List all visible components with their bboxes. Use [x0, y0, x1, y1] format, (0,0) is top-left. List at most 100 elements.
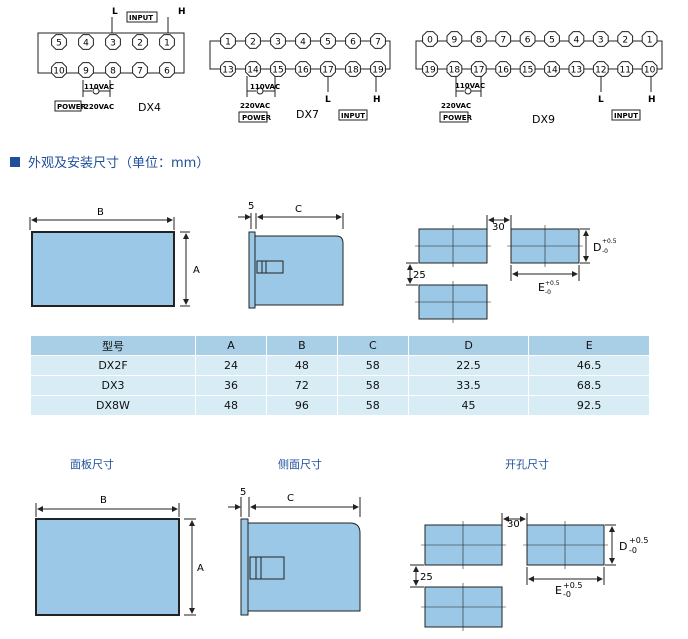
section-bullet-icon: [10, 156, 20, 167]
panel-size-caption: 面板尺寸: [70, 458, 114, 471]
terminal-number: 9: [83, 67, 89, 77]
terminal-number: 8: [476, 36, 482, 46]
terminal-number: 2: [622, 36, 628, 46]
table-cell: 33.5: [407, 375, 530, 396]
dim2-25-label: 25: [420, 572, 433, 583]
table-cell: 36: [195, 375, 267, 396]
terminal-number: 15: [522, 66, 533, 76]
section-title-text: 外观及安装尺寸（单位：mm）: [28, 156, 210, 171]
terminal-number: 17: [473, 66, 484, 76]
table-cell: 48: [265, 355, 338, 376]
terminal-number: 5: [325, 38, 331, 48]
section-title: 外观及安装尺寸（单位：mm）: [10, 152, 209, 171]
dim-25-label: 25: [413, 270, 426, 281]
dim-5-label: 5: [248, 201, 254, 212]
table-cell: 24: [195, 355, 267, 376]
terminal-octagon: [422, 61, 438, 77]
panel-front-2: B A: [35, 495, 204, 616]
panel-front-1: B A: [29, 207, 200, 307]
dx9-model: DX9: [532, 113, 555, 126]
dim-d-label: D: [593, 241, 601, 254]
dx7-model: DX7: [296, 108, 319, 121]
dimension-drawings-bottom: B A 5 C 30 25: [35, 487, 648, 631]
table-cell: DX8W: [30, 395, 196, 416]
terminal-number: 5: [549, 36, 555, 46]
table-header: D: [407, 335, 530, 356]
table-header: E: [528, 335, 650, 356]
dim-c-label: C: [295, 204, 302, 215]
terminal-octagon: [519, 31, 536, 47]
dim2-e-tol-up: +0.5: [563, 581, 582, 590]
terminal-octagon: [495, 31, 512, 47]
terminal-octagon: [295, 61, 311, 77]
terminal-number: 18: [347, 66, 359, 76]
cutout-1: 30 25 D +0.5 -0 E +0.5 -0: [406, 215, 617, 323]
terminal-octagon: [78, 34, 94, 50]
terminal-number: 4: [300, 38, 306, 48]
terminal-octagon: [159, 34, 175, 50]
terminal-octagon: [592, 61, 609, 77]
terminal-octagon: [519, 61, 536, 77]
terminal-octagon: [295, 33, 311, 49]
table-cell: 22.5: [407, 355, 530, 376]
cutout-size-caption: 开孔尺寸: [505, 458, 549, 471]
table-header: A: [195, 335, 267, 356]
terminal-octagon: [568, 31, 585, 47]
terminal-octagon: [568, 61, 585, 77]
dim2-c-label: C: [287, 493, 294, 504]
dx4-input-label: INPUT: [129, 14, 153, 22]
dim2-d-tol-dn: -0: [629, 546, 637, 555]
terminal-octagon: [544, 61, 560, 77]
terminal-number: 1: [164, 39, 170, 49]
terminal-number: 1: [225, 38, 231, 48]
terminal-octagon: [617, 61, 634, 77]
terminal-number: 13: [571, 66, 582, 76]
dim2-d-label: D: [619, 540, 627, 553]
terminal-number: 10: [53, 67, 65, 77]
terminal-number: 2: [250, 38, 256, 48]
terminal-number: 19: [424, 66, 436, 76]
dim-d-tol-dn: -0: [602, 248, 608, 255]
dim-e-tol-up: +0.5: [545, 280, 560, 287]
dx9-input-label: INPUT: [614, 112, 638, 120]
dim2-5-label: 5: [240, 487, 246, 498]
table-header: 型号: [30, 335, 196, 356]
terminal-number: 15: [272, 66, 283, 76]
terminal-number: 6: [164, 67, 170, 77]
table-cell: DX3: [30, 375, 196, 396]
terminal-octagon: [320, 33, 336, 49]
terminal-number: 3: [275, 38, 281, 48]
table-cell: 92.5: [528, 395, 650, 416]
terminal-number: 0: [427, 36, 433, 46]
terminal-number: 3: [110, 39, 116, 49]
table-header-row: 型号 A B C D E: [30, 335, 650, 356]
dim2-b-label: B: [100, 495, 107, 506]
dx7-power-label: POWER: [242, 114, 272, 122]
dx7-220vac: 220VAC: [240, 102, 270, 110]
dx9-label-h: H: [648, 95, 656, 105]
table-cell: 58: [336, 395, 409, 416]
terminal-number: 7: [137, 67, 143, 77]
terminal-number: 16: [497, 66, 509, 76]
terminal-number: 17: [322, 66, 333, 76]
side-size-caption: 侧面尺寸: [278, 458, 322, 471]
terminal-octagon: [544, 31, 560, 47]
terminal-octagon: [617, 31, 634, 47]
terminal-octagon: [320, 61, 336, 77]
terminal-octagon: [245, 33, 261, 49]
dx4-power-label: POWER: [57, 103, 87, 111]
terminal-octagon: [345, 61, 361, 77]
dim2-a-label: A: [197, 563, 204, 574]
dim-d-tol-up: +0.5: [602, 238, 617, 245]
dim2-30-label: 30: [507, 519, 520, 530]
terminal-octagon: [51, 34, 67, 50]
terminal-number: 11: [619, 66, 630, 76]
side-view-1: 5 C: [238, 201, 344, 309]
table-cell: 45: [407, 395, 530, 416]
dim2-d-tol-up: +0.5: [629, 536, 648, 545]
terminal-number: 4: [83, 39, 89, 49]
terminal-octagon: [245, 61, 261, 77]
terminal-octagon: [345, 33, 361, 49]
terminal-octagon: [641, 31, 658, 47]
